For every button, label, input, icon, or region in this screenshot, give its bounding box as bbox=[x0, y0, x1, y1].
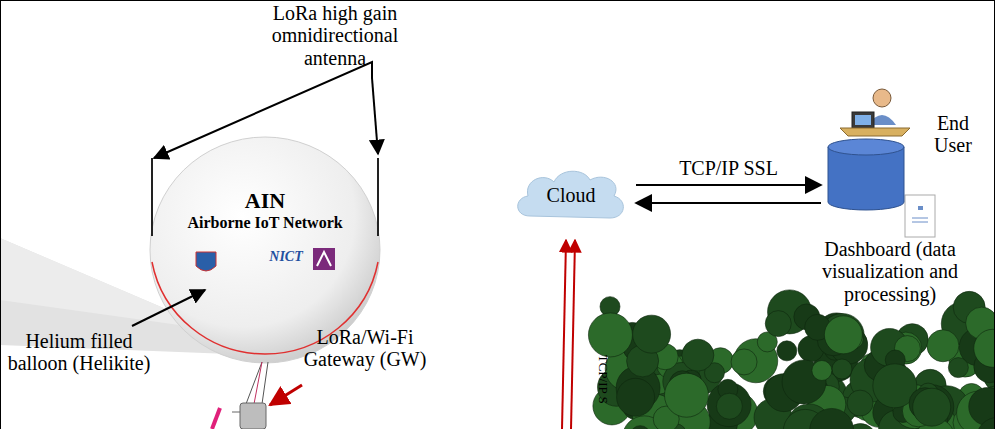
tree-leaf bbox=[664, 373, 708, 417]
tree-leaf bbox=[716, 393, 742, 419]
tree-leaf bbox=[588, 313, 632, 357]
tree-leaf bbox=[913, 388, 951, 426]
database-node: Dashboard (data visualization and proces… bbox=[805, 138, 975, 328]
dashboard-label: Dashboard (data visualization and proces… bbox=[807, 238, 973, 305]
cloud-label: Cloud bbox=[547, 184, 596, 206]
tree-leaf bbox=[976, 417, 995, 429]
tree-leaf bbox=[617, 378, 655, 416]
edge-label: TCP/IP SSL bbox=[677, 157, 780, 179]
end-user-icon bbox=[840, 89, 910, 136]
tree-leaf bbox=[974, 329, 995, 367]
leader-arrow bbox=[154, 62, 372, 158]
flow-arrow bbox=[636, 202, 821, 204]
tether bbox=[254, 362, 262, 404]
node-text-group: Dashboard (data visualization and proces… bbox=[805, 138, 975, 305]
cloud-node: Cloud bbox=[512, 164, 630, 226]
cloud-outline bbox=[518, 171, 624, 218]
node-text-group: AINAirborne IoT Network bbox=[150, 137, 380, 232]
leader-arrow bbox=[132, 290, 205, 326]
tree-leaf bbox=[927, 330, 959, 362]
tree-leaf bbox=[682, 339, 714, 371]
uplink-line bbox=[562, 240, 566, 429]
balloon-title: AIN bbox=[150, 189, 380, 214]
gateway-callout: LoRa/Wi-Fi Gateway (GW) bbox=[290, 326, 440, 371]
tree-leaf bbox=[832, 359, 852, 379]
balloon-callout: Helium filled balloon (Helikite) bbox=[4, 330, 154, 375]
balloon-subtitle: Airborne IoT Network bbox=[150, 214, 380, 232]
cylinder-body bbox=[828, 147, 904, 210]
university-logo bbox=[196, 252, 216, 271]
document-icon bbox=[905, 195, 935, 237]
tree-leaf bbox=[633, 315, 671, 353]
tree-leaf bbox=[810, 408, 854, 429]
cable bbox=[212, 408, 220, 429]
antenna bbox=[151, 158, 153, 236]
tether bbox=[246, 362, 262, 404]
mimos-logo bbox=[313, 248, 335, 270]
node-text-group: Cloud bbox=[547, 184, 596, 206]
tree-leaf bbox=[847, 390, 873, 416]
mimos-logo bbox=[317, 252, 331, 266]
uplink-line bbox=[571, 240, 575, 429]
gateway-device bbox=[232, 412, 240, 413]
tree-canopy bbox=[588, 290, 995, 429]
logo-text: NICT bbox=[262, 249, 310, 265]
tree-leaf bbox=[630, 426, 650, 429]
leader-arrow bbox=[372, 78, 378, 154]
tree-leaf bbox=[824, 316, 862, 354]
tree-leaf bbox=[731, 349, 757, 375]
tether bbox=[262, 362, 268, 404]
cylinder-top bbox=[828, 139, 904, 155]
link-label: TCP/IP S bbox=[596, 344, 611, 414]
flow-arrow bbox=[636, 184, 821, 186]
antenna bbox=[377, 158, 379, 236]
end-user-label: End User bbox=[918, 112, 988, 157]
tree-leaf bbox=[948, 358, 968, 378]
gateway-device bbox=[240, 403, 266, 429]
tree-leaf bbox=[765, 311, 791, 337]
tree-leaf bbox=[777, 341, 797, 361]
tree-leaf bbox=[812, 360, 832, 380]
gateway-arrow bbox=[270, 385, 302, 405]
antenna-label: LoRa high gain omnidirectional antenna bbox=[250, 2, 420, 69]
database-cylinder bbox=[827, 138, 905, 212]
